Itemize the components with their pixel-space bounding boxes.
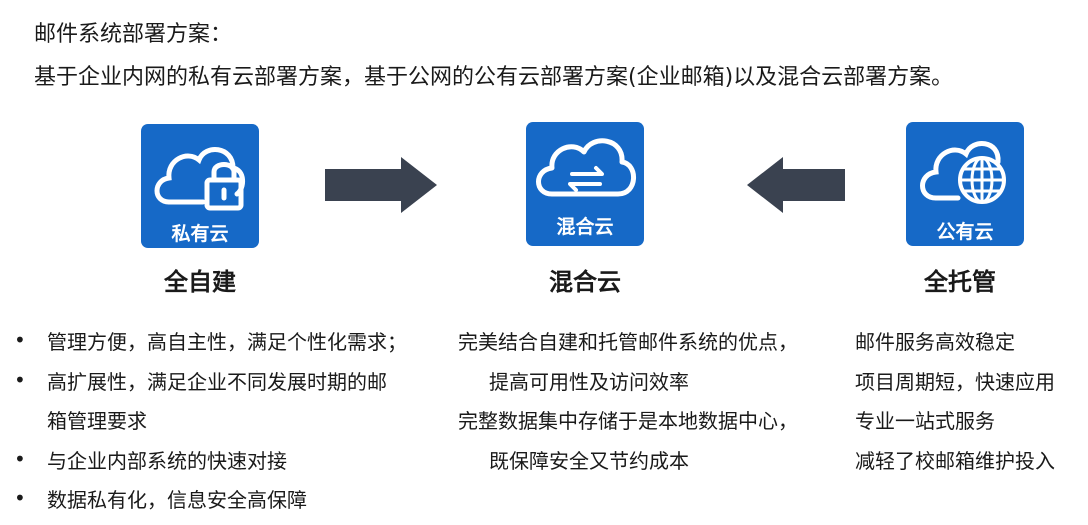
hybrid-column-title: 混合云 xyxy=(549,268,621,296)
hybrid-point: 既保障安全又节约成本 xyxy=(489,449,689,473)
public-column-title: 全托管 xyxy=(924,268,996,296)
private-point: 箱管理要求 xyxy=(47,409,147,433)
private-column-title: 全自建 xyxy=(164,268,236,296)
public-cloud-icon-box: 公有云 xyxy=(906,122,1024,246)
cloud-globe-icon xyxy=(920,141,1006,204)
public-point: 项目周期短，快速应用 xyxy=(855,370,1055,394)
hybrid-point: 提高可用性及访问效率 xyxy=(489,370,689,394)
public-point: 专业一站式服务 xyxy=(855,409,995,433)
bullet-icon: • xyxy=(14,447,26,471)
hybrid-cloud-icon-label: 混合云 xyxy=(556,216,614,238)
public-point: 减轻了校邮箱维护投入 xyxy=(855,449,1055,473)
private-cloud-icon-box: 私有云 xyxy=(141,124,259,248)
cloud-lock-icon xyxy=(154,147,245,211)
private-point: 高扩展性，满足企业不同发展时期的邮 xyxy=(47,370,387,394)
private-cloud-icon-label: 私有云 xyxy=(171,223,229,245)
arrow-left-icon xyxy=(747,157,845,213)
public-cloud-icon-label: 公有云 xyxy=(936,221,994,243)
bullet-icon: • xyxy=(14,328,26,352)
private-point: 管理方便，高自主性，满足个性化需求； xyxy=(47,330,407,354)
page-heading: 邮件系统部署方案： xyxy=(34,22,233,47)
private-point: 与企业内部系统的快速对接 xyxy=(47,449,287,473)
public-point: 邮件服务高效稳定 xyxy=(855,330,1015,354)
bullet-icon: • xyxy=(14,486,26,510)
hybrid-point: 完美结合自建和托管邮件系统的优点， xyxy=(458,330,798,354)
bullet-icon: • xyxy=(14,368,26,392)
hybrid-point: 完整数据集中存储于是本地数据中心， xyxy=(458,409,798,433)
arrow-right-icon xyxy=(325,157,437,213)
cloud-sync-icon xyxy=(536,138,636,197)
hybrid-cloud-icon-box: 混合云 xyxy=(526,122,644,246)
private-point: 数据私有化，信息安全高保障 xyxy=(47,488,307,512)
page-subheading: 基于企业内网的私有云部署方案，基于公网的公有云部署方案(企业邮箱)以及混合云部署… xyxy=(34,65,954,90)
